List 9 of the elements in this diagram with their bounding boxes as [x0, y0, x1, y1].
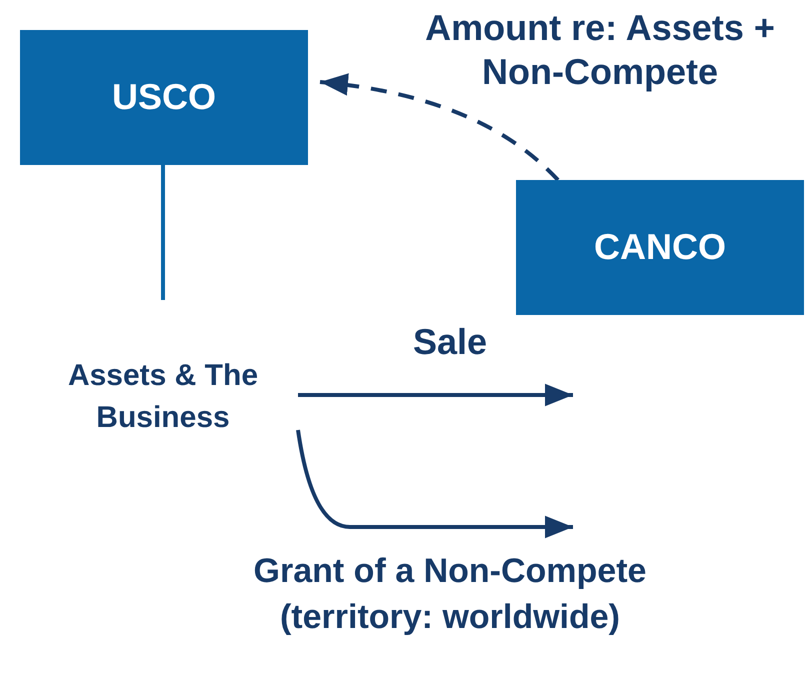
entity-box: [20, 30, 308, 165]
connector-line: [161, 165, 165, 300]
node-text: Assets & The Business: [30, 300, 296, 540]
entity-box: [516, 180, 804, 315]
arrow: [298, 384, 573, 406]
arrow: [320, 74, 560, 182]
arrow: [296, 430, 573, 538]
entity-name: CANCO: [594, 225, 726, 270]
entity-name: USCO: [112, 75, 216, 120]
